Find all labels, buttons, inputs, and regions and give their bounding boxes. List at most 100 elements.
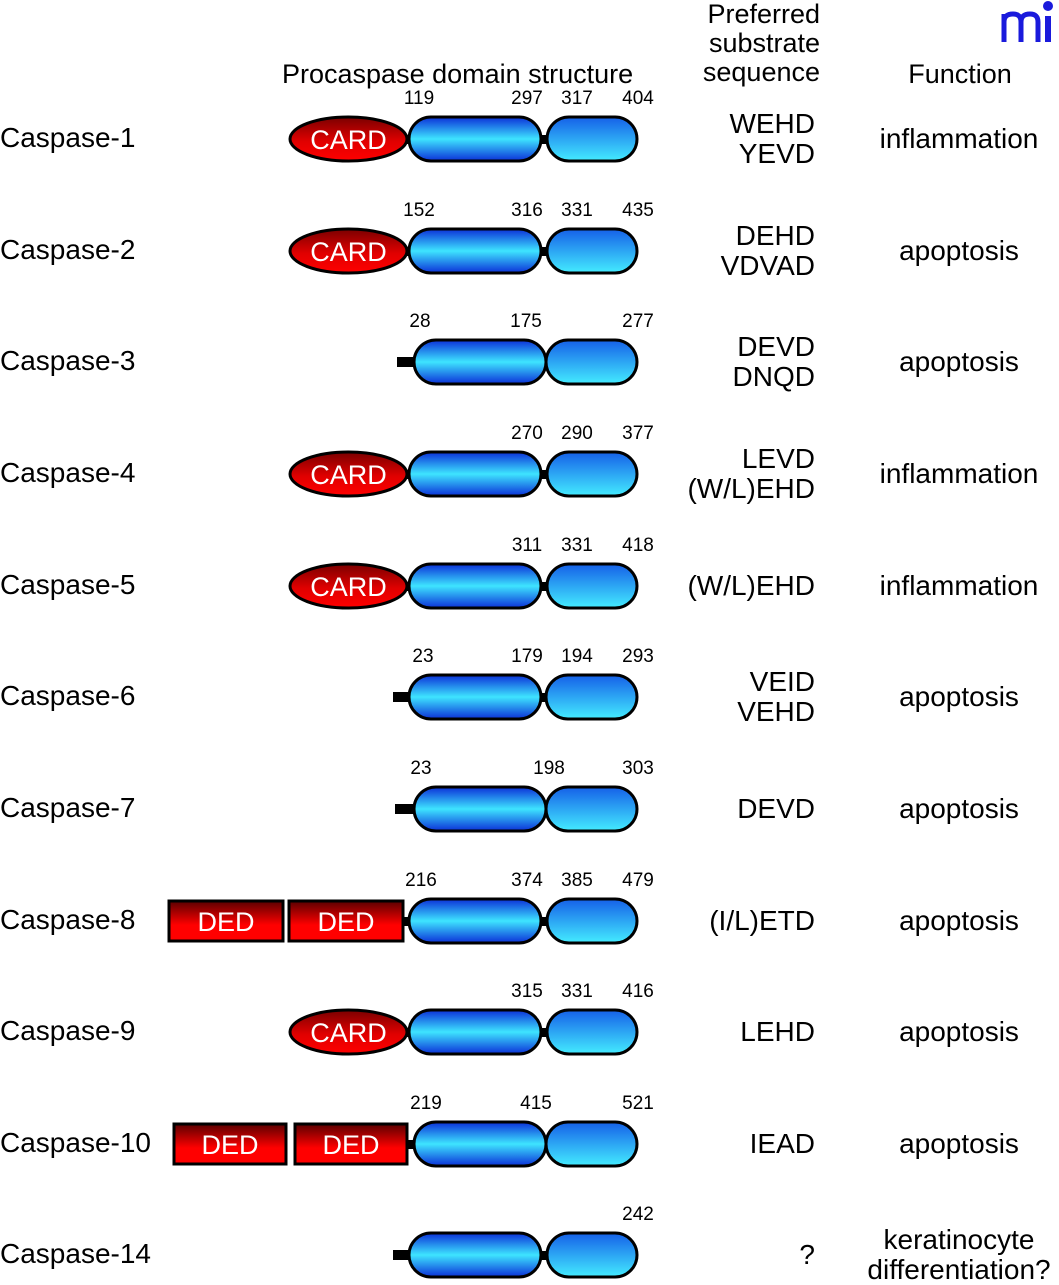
caspase-name: Caspase-4 bbox=[0, 457, 136, 488]
subunit-linker bbox=[537, 693, 550, 702]
residue-number: 331 bbox=[561, 535, 593, 556]
n-terminal-peptide bbox=[397, 357, 420, 367]
function-line: apoptosis bbox=[899, 793, 1019, 824]
substrate-sequence: LEHD bbox=[560, 1017, 815, 1047]
function-line: keratinocyte bbox=[883, 1224, 1035, 1255]
substrate-header-line: substrate bbox=[708, 28, 820, 58]
card-domain bbox=[288, 115, 409, 163]
function-line: inflammation bbox=[879, 570, 1039, 601]
prodomain-linker bbox=[399, 917, 413, 926]
function-line: apoptosis bbox=[899, 1016, 1019, 1047]
small-subunit-p10 bbox=[545, 115, 639, 163]
prodomain-linker bbox=[403, 1140, 418, 1149]
caspase-domain-row: CARD bbox=[288, 115, 639, 163]
ded-domain-label: DED bbox=[201, 1130, 258, 1160]
domain-structure-header: Procaspase domain structure bbox=[282, 59, 634, 89]
residue-number: 374 bbox=[511, 870, 543, 891]
residue-number: 270 bbox=[511, 423, 543, 444]
residue-number: 385 bbox=[561, 870, 593, 891]
ded-domain bbox=[167, 899, 285, 943]
card-domain-label: CARD bbox=[310, 237, 387, 267]
residue-number: 198 bbox=[533, 758, 565, 779]
residue-number: 297 bbox=[511, 88, 543, 109]
large-subunit-p20 bbox=[407, 562, 543, 610]
residue-number: 315 bbox=[511, 981, 543, 1002]
residue-number: 331 bbox=[561, 200, 593, 221]
caspase-domain-row bbox=[395, 785, 639, 833]
function-line: differentiation? bbox=[867, 1254, 1051, 1285]
large-subunit-p20 bbox=[407, 227, 543, 275]
residue-number: 242 bbox=[622, 1204, 654, 1225]
residue-number: 416 bbox=[622, 981, 654, 1002]
ded-domain-label: DED bbox=[317, 907, 374, 937]
n-terminal-peptide bbox=[393, 692, 415, 702]
function-line: apoptosis bbox=[899, 681, 1019, 712]
function-label: apoptosis bbox=[858, 236, 1059, 266]
function-label: apoptosis bbox=[858, 1129, 1059, 1159]
function-label: inflammation bbox=[858, 571, 1059, 601]
substrate-line: DEHD bbox=[735, 220, 815, 251]
function-label: apoptosis bbox=[858, 906, 1059, 936]
residue-number: 23 bbox=[412, 646, 434, 667]
subunit-linker bbox=[537, 582, 551, 591]
small-subunit-p10 bbox=[545, 562, 639, 610]
function-line: apoptosis bbox=[899, 346, 1019, 377]
residue-number: 179 bbox=[511, 646, 543, 667]
ded-domain-label: DED bbox=[197, 907, 254, 937]
caspase-domain-row bbox=[393, 1231, 639, 1279]
substrate-sequence: IEAD bbox=[560, 1129, 815, 1159]
caspase-domain-row bbox=[393, 673, 639, 721]
caspase-name: Caspase-10 bbox=[0, 1127, 151, 1158]
residue-number: 23 bbox=[410, 758, 432, 779]
substrate-sequence: (W/L)EHD bbox=[560, 571, 815, 601]
residue-number: 418 bbox=[622, 535, 654, 556]
substrate-line: VEHD bbox=[737, 696, 815, 727]
small-subunit-p10 bbox=[545, 450, 639, 498]
subunit-linker bbox=[537, 135, 551, 144]
function-line: inflammation bbox=[879, 123, 1039, 154]
substrate-line: DEVD bbox=[737, 793, 815, 824]
subunit-linker bbox=[537, 1251, 551, 1260]
substrate-line: YEVD bbox=[738, 138, 815, 169]
small-subunit-p10 bbox=[545, 1231, 639, 1279]
substrate-line: VEID bbox=[749, 666, 815, 697]
substrate-header: Preferred substrate sequence bbox=[600, 0, 820, 87]
card-domain bbox=[288, 1008, 409, 1056]
ded-domain bbox=[287, 899, 405, 943]
function-line: apoptosis bbox=[899, 905, 1019, 936]
substrate-header-line: Preferred bbox=[707, 0, 820, 29]
caspase-name: Caspase-8 bbox=[0, 904, 136, 935]
residue-number: 152 bbox=[403, 200, 435, 221]
residue-number: 293 bbox=[622, 646, 654, 667]
large-subunit-p20 bbox=[407, 1008, 543, 1056]
function-label: apoptosis bbox=[858, 1017, 1059, 1047]
residue-number: 194 bbox=[561, 646, 593, 667]
caspase-name: Caspase-14 bbox=[0, 1238, 151, 1269]
residue-number: 377 bbox=[622, 423, 654, 444]
caspase-name: Caspase-6 bbox=[0, 680, 136, 711]
substrate-line: (W/L)EHD bbox=[687, 473, 815, 504]
ded-domain bbox=[293, 1122, 409, 1166]
residue-number: 331 bbox=[561, 981, 593, 1002]
substrate-line: (W/L)EHD bbox=[687, 570, 815, 601]
n-terminal-peptide bbox=[393, 1250, 415, 1260]
small-subunit-p10 bbox=[544, 673, 639, 721]
residue-number: 290 bbox=[561, 423, 593, 444]
residue-number: 175 bbox=[510, 311, 542, 332]
large-subunit-p20 bbox=[407, 897, 543, 945]
caspase-name: Caspase-1 bbox=[0, 122, 136, 153]
caspase-name: Caspase-7 bbox=[0, 792, 136, 823]
card-domain-label: CARD bbox=[310, 1018, 387, 1048]
residue-number: 303 bbox=[622, 758, 654, 779]
residue-number: 28 bbox=[409, 311, 431, 332]
residue-number: 219 bbox=[410, 1093, 442, 1114]
card-domain-label: CARD bbox=[310, 572, 387, 602]
caspase-domain-row: CARD bbox=[288, 227, 639, 275]
small-subunit-p10 bbox=[545, 897, 639, 945]
large-subunit-p20 bbox=[412, 1120, 548, 1168]
function-label: inflammation bbox=[858, 459, 1059, 489]
small-subunit-p10 bbox=[544, 338, 639, 386]
subunit-linker bbox=[537, 247, 551, 256]
substrate-line: LEVD bbox=[741, 443, 815, 474]
